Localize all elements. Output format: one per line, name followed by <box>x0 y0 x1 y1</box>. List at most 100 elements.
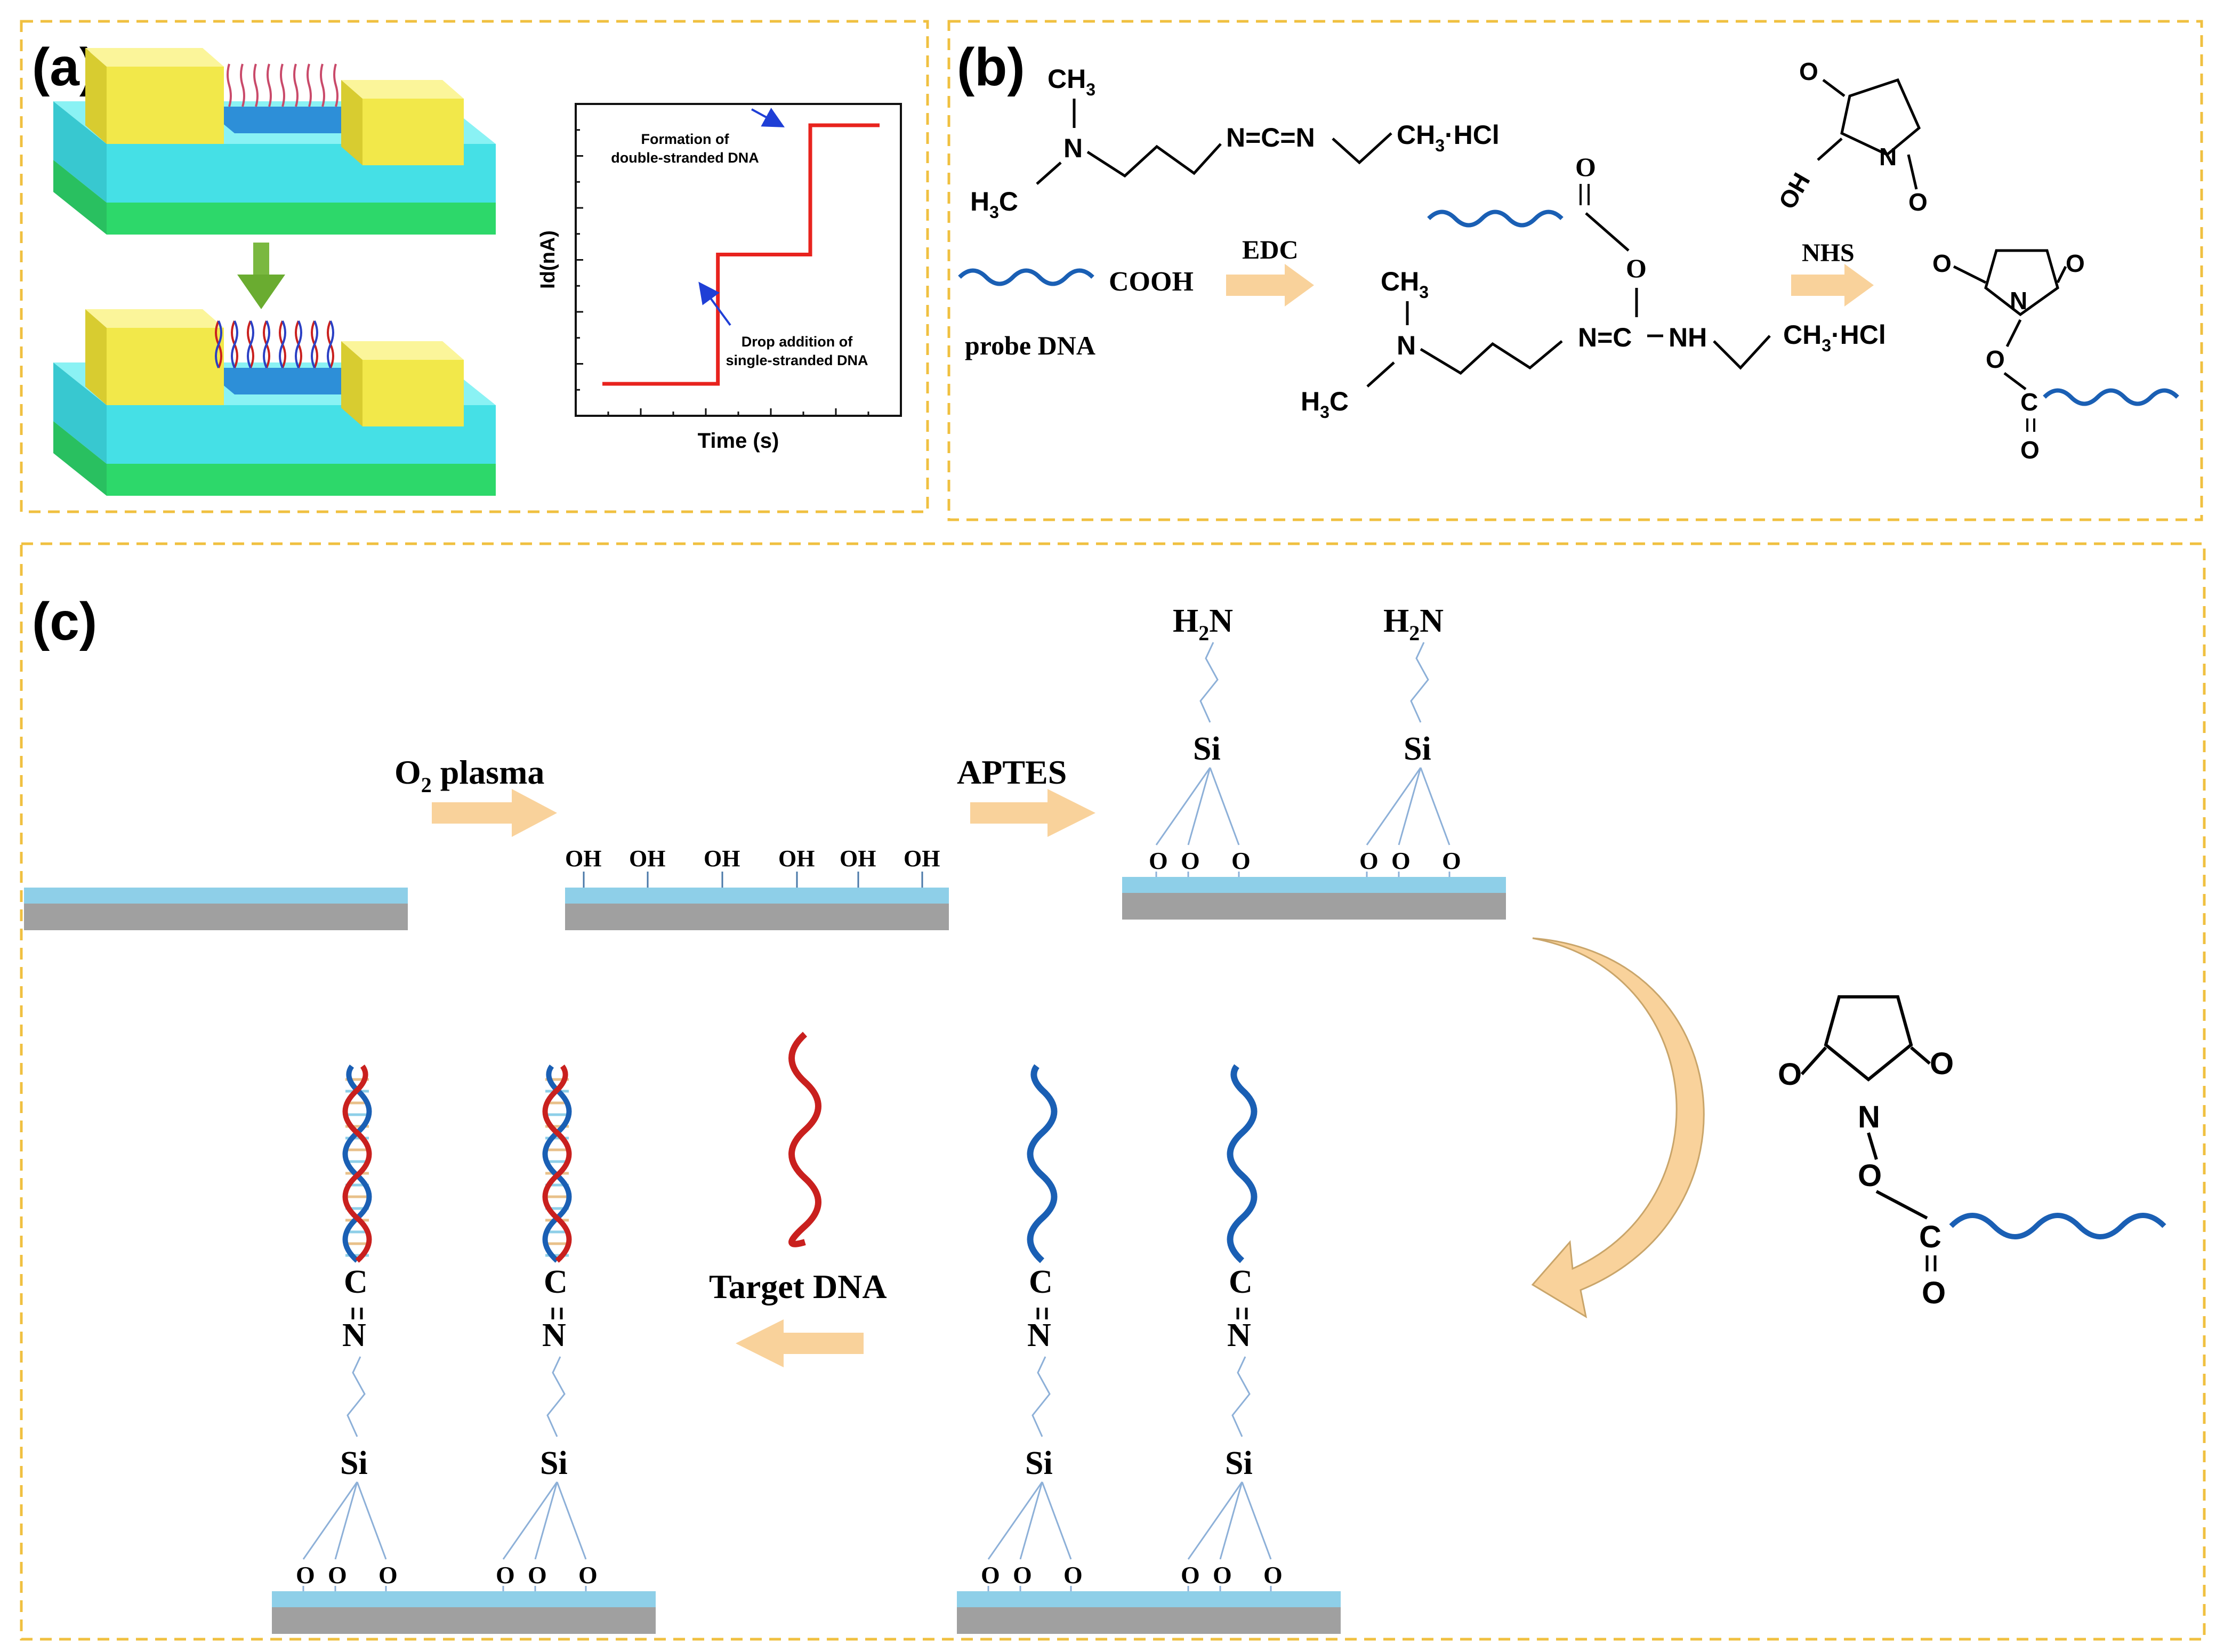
svg-text:O2 plasma: O2 plasma <box>394 753 544 797</box>
o2-plasma-arrow: O2 plasma <box>394 753 557 837</box>
si-label: Si <box>340 1445 368 1481</box>
amine-label: H2N <box>1383 603 1444 645</box>
bare-substrate <box>24 888 408 930</box>
double-strand-dna <box>215 320 334 368</box>
curved-process-arrow <box>1531 937 1705 1319</box>
nhs-ester-molecule: O O N O C O <box>1932 249 2179 464</box>
oh-label: OH <box>778 845 815 872</box>
o-label: O <box>1181 1561 1200 1589</box>
o-label: O <box>328 1561 347 1589</box>
svg-text:N=C: N=C <box>1578 323 1632 352</box>
svg-text:N: N <box>1063 133 1083 163</box>
chart-annotation-top-line2: double-stranded DNA <box>611 150 759 166</box>
svg-text:O: O <box>1799 58 1818 85</box>
si-label: Si <box>1193 731 1221 767</box>
c-label: C <box>1229 1264 1253 1300</box>
o-label: O <box>1359 847 1379 874</box>
o-label: O <box>578 1561 598 1589</box>
svg-text:Target DNA: Target DNA <box>709 1268 887 1306</box>
o-label: O <box>1181 847 1200 874</box>
probe-dna-label: probe DNA <box>965 331 1095 360</box>
panel-b-border <box>947 20 2203 521</box>
svg-text:O: O <box>1930 1046 1954 1081</box>
oh-label: OH <box>565 845 601 872</box>
svg-text:O: O <box>1626 253 1647 283</box>
oh-label: OH <box>704 845 740 872</box>
svg-text:O: O <box>1922 1276 1946 1310</box>
svg-text:N: N <box>1858 1100 1880 1134</box>
oh-label: OH <box>629 845 665 872</box>
o-label: O <box>296 1561 315 1589</box>
free-target-dna <box>788 1032 821 1247</box>
electrode-left <box>85 309 224 328</box>
target-dna-arrow: Target DNA <box>709 1268 887 1367</box>
o-label: O <box>1442 847 1461 874</box>
chart-series-line <box>602 123 880 386</box>
oh-label: OH <box>840 845 876 872</box>
svg-text:N: N <box>1879 143 1897 171</box>
target-dna-strand <box>542 1065 572 1263</box>
chart-annotation-bottom-line2: single-stranded DNA <box>726 352 868 368</box>
aptes-arrow: APTES <box>957 753 1095 837</box>
chart-annotation-bottom-arrow <box>698 281 731 326</box>
svg-text:NH: NH <box>1669 323 1707 352</box>
o-label: O <box>981 1561 1000 1589</box>
svg-text:NHS: NHS <box>1802 239 1855 267</box>
si-label: Si <box>540 1445 568 1481</box>
chart-plot-frame <box>575 103 902 417</box>
svg-text:O: O <box>1932 249 1952 277</box>
electrode-right <box>341 341 464 360</box>
edc-molecule: CH3 N H3C N=C=N CH3·HCl <box>970 64 1500 222</box>
n-label: N <box>542 1317 566 1353</box>
target-dna-strand <box>342 1065 372 1263</box>
device-after <box>53 309 496 496</box>
chart-ticks <box>575 103 902 417</box>
single-strand-dna <box>227 63 339 107</box>
o-label: O <box>1231 847 1251 874</box>
oh-label: OH <box>904 845 940 872</box>
o-label: O <box>1391 847 1411 874</box>
amine-label: H2N <box>1173 603 1233 645</box>
svg-text:O: O <box>1908 188 1928 216</box>
svg-text:N=C=N: N=C=N <box>1226 123 1315 152</box>
n-label: N <box>342 1317 366 1353</box>
n-label: N <box>1227 1317 1251 1353</box>
svg-text:CH3: CH3 <box>1047 64 1095 99</box>
device-before <box>53 48 496 235</box>
nhs-arrow: NHS <box>1791 239 1874 307</box>
o-label: O <box>528 1561 547 1589</box>
svg-text:APTES: APTES <box>957 753 1067 791</box>
o-label: O <box>1263 1561 1283 1589</box>
edc-arrow: EDC <box>1226 235 1314 307</box>
nhs-ester-molecule-c: O O N O C O <box>1778 995 2166 1310</box>
chart-xlabel: Time (s) <box>698 429 779 453</box>
svg-text:O: O <box>1986 345 2005 373</box>
o-acylisourea-intermediate: O O CH3 N H3C N=C NH CH3·HCl <box>1301 152 1886 422</box>
panel-c-border <box>20 542 2206 1641</box>
o-label: O <box>496 1561 515 1589</box>
c-label: C <box>1029 1264 1053 1300</box>
si-label: Si <box>1404 731 1431 767</box>
svg-text:H3C: H3C <box>1301 386 1349 422</box>
o-label: O <box>1063 1561 1083 1589</box>
svg-text:OH: OH <box>1773 168 1816 214</box>
svg-text:C: C <box>2020 388 2038 416</box>
svg-text:N: N <box>2010 287 2027 315</box>
c-label: C <box>344 1264 368 1300</box>
probe-dna-strand <box>1027 1064 1058 1263</box>
svg-text:O: O <box>2020 436 2040 464</box>
chart-ylabel: Id(nA) <box>537 230 559 289</box>
svg-text:EDC: EDC <box>1242 235 1299 264</box>
id-time-chart: Id(nA) Time (s) Formation of double-stra… <box>537 103 902 453</box>
c-label: C <box>544 1264 568 1300</box>
n-label: N <box>1027 1317 1051 1353</box>
svg-text:H3C: H3C <box>970 187 1018 222</box>
panel-a-border <box>20 20 929 513</box>
panel-c-label: (c) <box>32 592 97 651</box>
svg-text:C: C <box>1919 1220 1941 1254</box>
device-transition-arrow <box>237 243 285 309</box>
